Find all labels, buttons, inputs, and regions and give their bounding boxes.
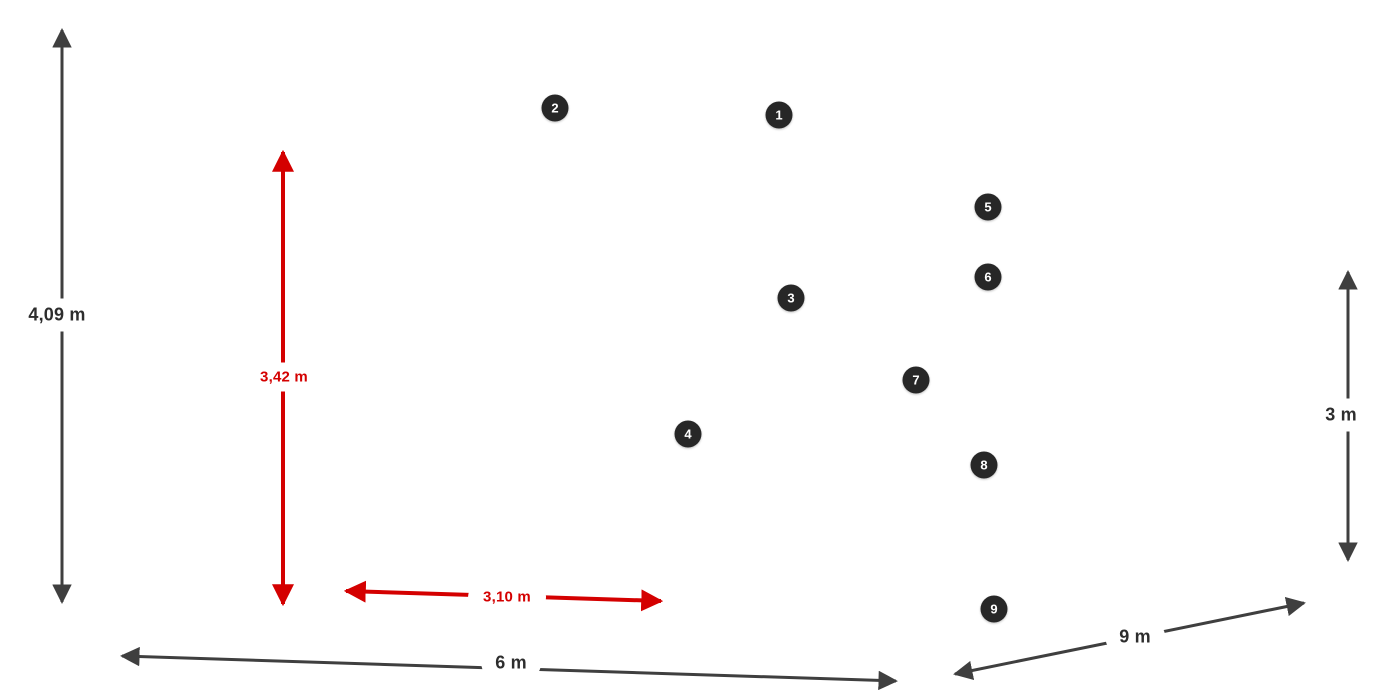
point-marker-8[interactable]: 8 <box>970 451 998 479</box>
point-marker-7[interactable]: 7 <box>902 366 930 394</box>
point-marker-3[interactable]: 3 <box>777 284 805 312</box>
left-height-label: 4,09 m <box>15 299 99 331</box>
point-marker-4[interactable]: 4 <box>674 420 702 448</box>
point-marker-5[interactable]: 5 <box>974 193 1002 221</box>
red-horizontal-measure-label: 3,10 m <box>469 583 545 611</box>
bottom-width-label: 6 m <box>482 647 540 679</box>
right-height-label: 3 m <box>1312 399 1370 431</box>
depth-label: 9 m <box>1106 621 1164 653</box>
point-marker-2[interactable]: 2 <box>541 94 569 122</box>
point-marker-6[interactable]: 6 <box>974 263 1002 291</box>
point-marker-1[interactable]: 1 <box>765 101 793 129</box>
point-marker-9[interactable]: 9 <box>980 595 1008 623</box>
red-vertical-measure-label: 3,42 m <box>246 363 322 391</box>
